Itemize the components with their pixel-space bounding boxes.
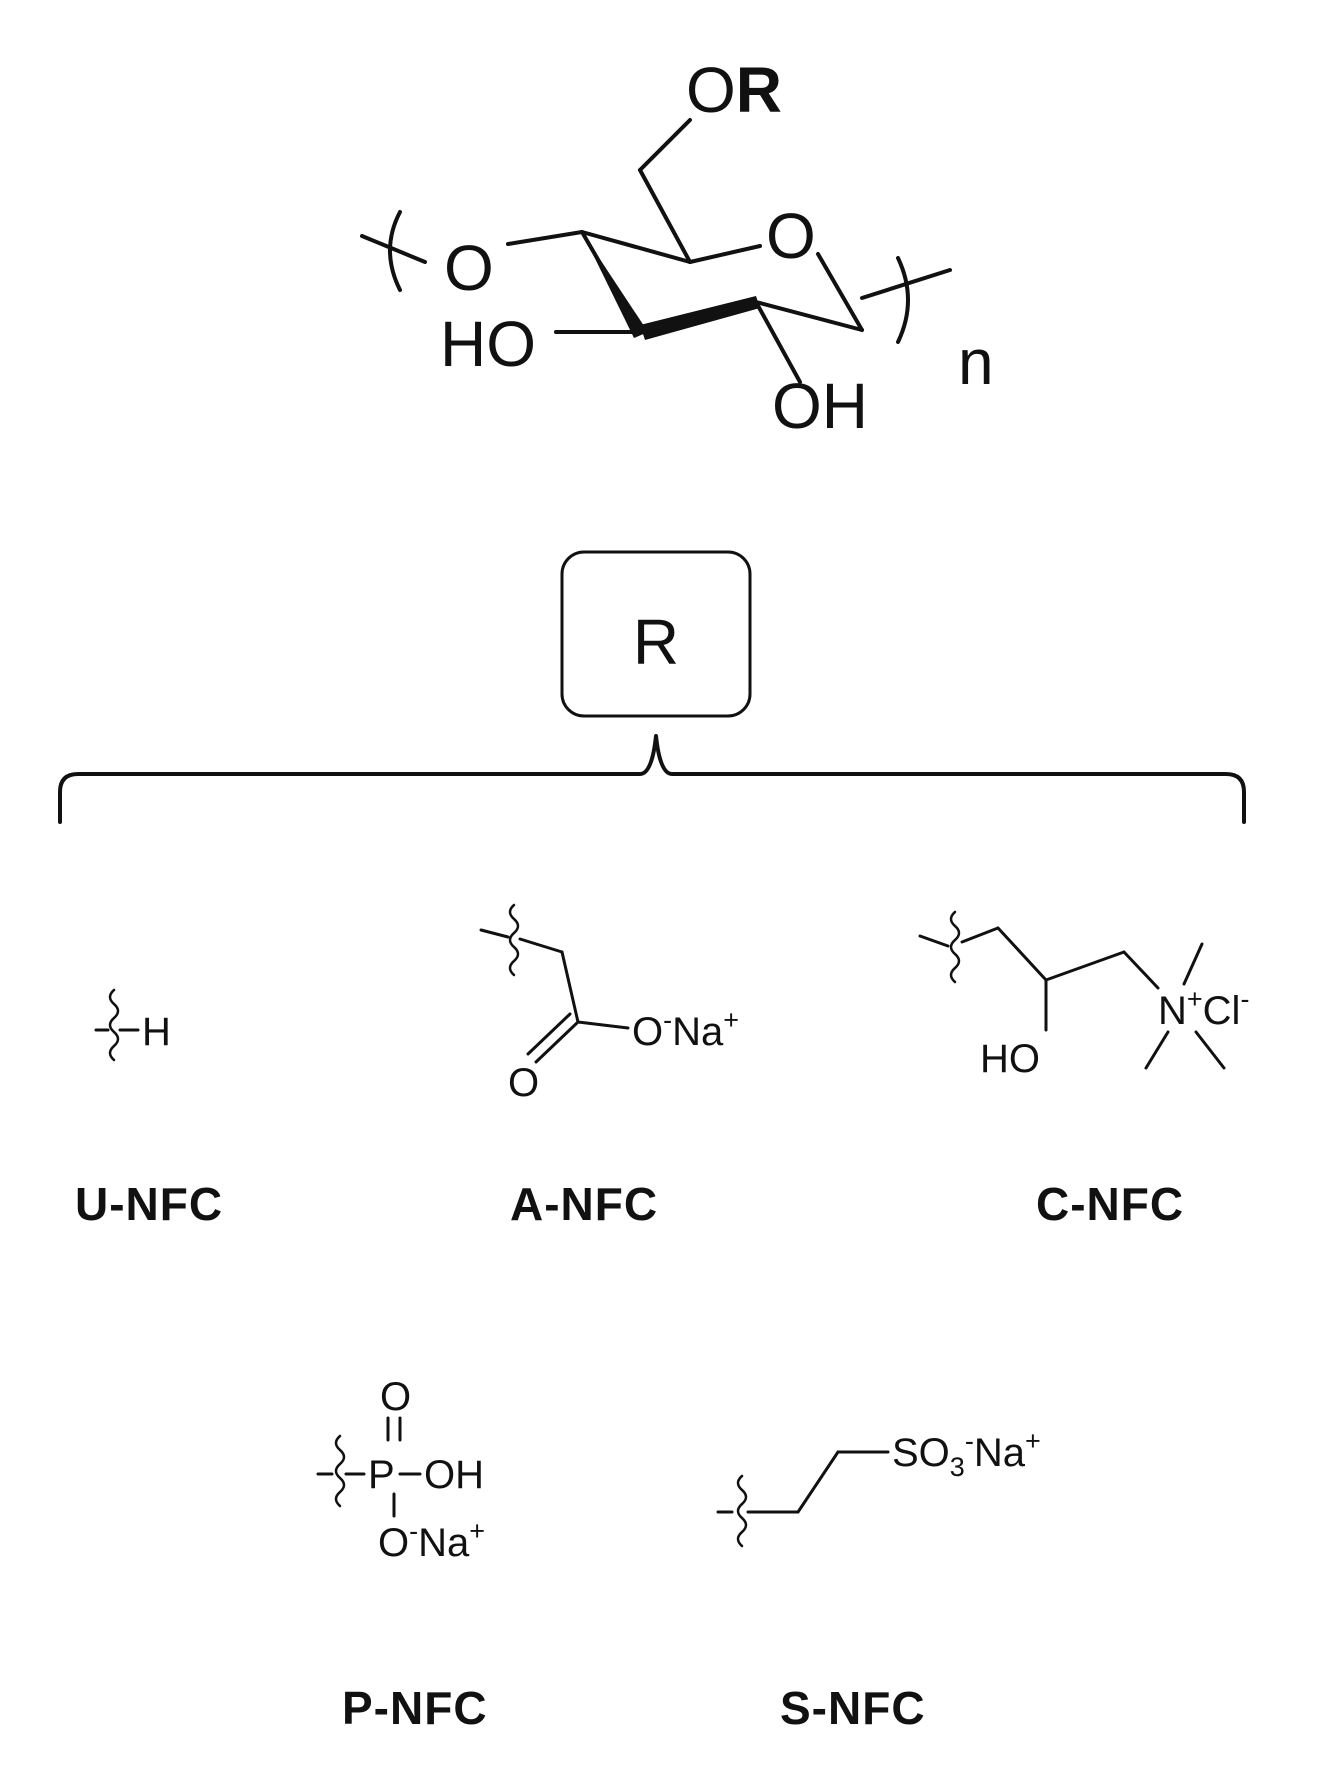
ring-oxygen: O xyxy=(766,200,816,272)
c-bond-1 xyxy=(960,926,1000,944)
a-carboxylate: O-Na+ xyxy=(632,1005,739,1054)
s-so: SO xyxy=(892,1431,950,1475)
group-c-nfc: HO N+Cl- C-NFC xyxy=(918,910,1249,1230)
a-carbonyl-oxygen: O xyxy=(508,1061,539,1105)
a-double-bond-1 xyxy=(534,1020,580,1064)
c-nitrogen: N xyxy=(1158,989,1187,1033)
p-o-minus: O xyxy=(378,1521,409,1565)
p-wavy-bond xyxy=(334,1434,346,1508)
c-minus-sign: - xyxy=(1240,984,1249,1014)
label-u-nfc: U-NFC xyxy=(75,1178,223,1230)
c-wavy-bond xyxy=(949,910,961,984)
right-polymer-bracket xyxy=(896,256,910,344)
s-subscript-3: 3 xyxy=(950,1452,965,1482)
p-phosphate-salt: O-Na+ xyxy=(378,1516,485,1565)
wedge-bond-c4-c3 xyxy=(582,232,648,338)
group-s-nfc: SO3-Na+ S-NFC xyxy=(716,1426,1041,1734)
r-box-outline xyxy=(560,550,752,718)
bond-o-c4 xyxy=(506,230,584,246)
a-left-stub xyxy=(479,928,510,939)
p-plus-sign: + xyxy=(469,1516,485,1546)
p-hydroxyl: OH xyxy=(424,1453,484,1497)
bond-ring-o-c1 xyxy=(816,252,864,332)
c-chlorine: Cl xyxy=(1203,989,1241,1033)
u-wavy-bond xyxy=(108,988,120,1062)
hydroxyl-c2: OH xyxy=(772,370,868,442)
label-s-nfc: S-NFC xyxy=(780,1682,926,1734)
c-methyl-top xyxy=(1182,942,1204,986)
c-plus-sign: + xyxy=(1187,984,1203,1014)
p-minus-sign: - xyxy=(409,1516,418,1546)
or-substituent: OR xyxy=(686,54,782,126)
a-minus-sign: - xyxy=(663,1005,672,1035)
or-oxygen: O xyxy=(686,54,736,126)
c-hydroxyl: HO xyxy=(980,1037,1040,1081)
bond-c2-oh xyxy=(754,300,802,384)
s-sodium: Na xyxy=(974,1431,1026,1475)
group-a-nfc: O O-Na+ A-NFC xyxy=(479,903,739,1230)
u-hydrogen: H xyxy=(142,1010,171,1054)
a-o-minus: O xyxy=(632,1010,663,1054)
bond-c5-c6 xyxy=(638,168,692,264)
s-wavy-bond xyxy=(736,1474,748,1548)
s-sulfonate: SO3-Na+ xyxy=(892,1426,1041,1482)
a-sodium: Na xyxy=(672,1010,724,1054)
c-left-stub xyxy=(918,934,950,948)
right-chain-stub xyxy=(860,268,952,300)
repeat-count-n: n xyxy=(958,326,994,398)
bond-c2-c1 xyxy=(754,300,864,332)
r-group-box: R xyxy=(560,550,752,718)
c-methyl-left xyxy=(1144,1030,1170,1070)
left-chain-stub xyxy=(360,234,427,264)
cellulose-repeat-unit: O O OR HO OH n xyxy=(360,54,994,442)
a-double-bond-2 xyxy=(526,1012,572,1056)
group-u-nfc: H U-NFC xyxy=(75,988,223,1230)
c-bond-3 xyxy=(1044,950,1126,982)
label-c-nfc: C-NFC xyxy=(1036,1178,1184,1230)
or-r-group: R xyxy=(736,54,782,126)
group-p-nfc: O P OH O-Na+ P-NFC xyxy=(316,1375,488,1734)
a-bond-c-o xyxy=(576,1020,630,1030)
s-bond-2 xyxy=(796,1450,840,1514)
bond-c5-ring-o xyxy=(688,244,762,264)
c-methyl-right xyxy=(1194,1030,1226,1070)
p-sodium: Na xyxy=(418,1521,470,1565)
label-p-nfc: P-NFC xyxy=(342,1682,488,1734)
a-plus-sign: + xyxy=(723,1005,739,1035)
a-bond-ch2 xyxy=(518,937,564,954)
left-polymer-bracket xyxy=(388,210,402,292)
label-a-nfc: A-NFC xyxy=(510,1178,658,1230)
curly-brace xyxy=(58,734,1246,824)
bond-c6-o xyxy=(638,118,692,172)
p-oxygen-top: O xyxy=(380,1375,411,1419)
c-ammonium: N+Cl- xyxy=(1158,984,1249,1033)
s-minus-sign: - xyxy=(965,1426,974,1456)
glycosidic-oxygen: O xyxy=(444,232,494,304)
hydroxyl-c3: HO xyxy=(440,308,536,380)
c-bond-4 xyxy=(1122,950,1160,990)
c-bond-2 xyxy=(996,926,1048,982)
a-bond-ch2-c xyxy=(560,950,580,1024)
a-wavy-bond xyxy=(508,903,520,977)
bond-c4-c5 xyxy=(580,230,692,264)
p-phosphorus: P xyxy=(368,1453,395,1497)
wedge-bond-c3-c2 xyxy=(640,296,760,340)
r-box-label: R xyxy=(633,606,679,678)
s-plus-sign: + xyxy=(1025,1426,1041,1456)
